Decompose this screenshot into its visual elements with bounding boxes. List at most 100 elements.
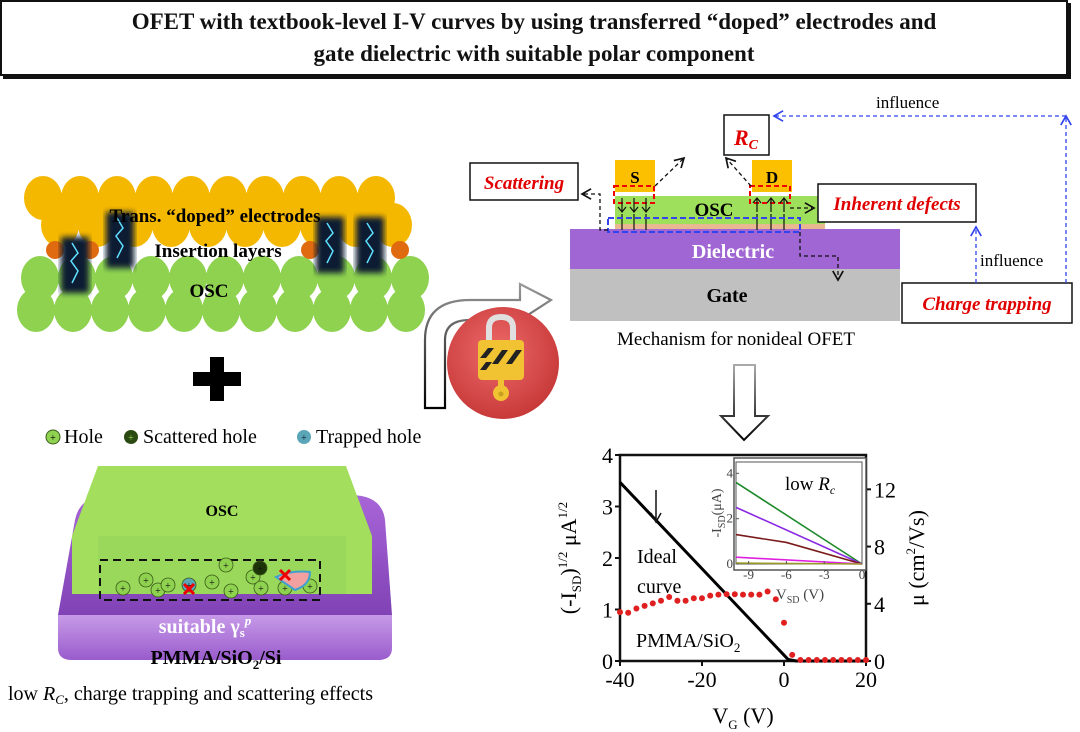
osc-label-mech: OSC (694, 200, 733, 221)
y-right-tick-label: 8 (874, 535, 885, 560)
electrodes-label: Trans. “doped” electrodes (110, 206, 321, 227)
hole-marker (160, 577, 176, 593)
mobility-point (813, 657, 820, 663)
hole-marker (138, 572, 154, 588)
inset-y-tick-label: 2 (727, 511, 734, 526)
mobility-point (764, 588, 771, 595)
svg-text:+: + (258, 584, 264, 595)
scattered-hole-icon: + (124, 430, 138, 444)
legend: + Hole + Scattered hole + Trapped hole (45, 426, 421, 448)
hole-icon: + (45, 429, 61, 445)
influence-label-top: influence (876, 93, 939, 112)
osc-label-top: OSC (189, 281, 228, 302)
x-axis-label: VG (V) (712, 703, 773, 732)
y-tick-label: 0 (602, 649, 613, 674)
left-caption: low RC, charge trapping and scattering e… (8, 683, 373, 707)
mobility-point (846, 657, 853, 663)
influence-label-right: influence (980, 251, 1043, 270)
inset-x-axis-label: VSD (V) (776, 587, 824, 606)
hole-marker (252, 560, 268, 576)
y-tick-label: 3 (602, 495, 613, 520)
hole-marker (204, 574, 220, 590)
rc-label: RC (733, 125, 759, 153)
y-axis-label: (-ISD)1/2 μA1/2 (555, 502, 584, 614)
inset-y-tick-label: 4 (727, 465, 734, 480)
svg-text:+: + (223, 561, 229, 572)
legend-scattered-label: Scattered hole (143, 426, 257, 448)
inset-title: low Rc (785, 474, 836, 497)
inset-series-brown (735, 533, 863, 565)
lock-icon (447, 307, 559, 419)
mobility-point (756, 591, 763, 598)
legend-hole-label: Hole (64, 426, 103, 448)
y-right-axis-label: μ (cm2/Vs) (903, 510, 929, 606)
svg-text:+: + (50, 433, 56, 444)
svg-text:+: + (301, 433, 307, 444)
svg-text:+: + (165, 581, 171, 592)
mobility-point (863, 657, 869, 663)
y-right-tick-label: 0 (874, 649, 885, 674)
hole-marker (223, 583, 239, 599)
charge-trapping-label: Charge trapping (922, 294, 1051, 315)
svg-text:+: + (143, 576, 149, 587)
drain-label: D (766, 168, 778, 187)
mobility-point (674, 597, 681, 604)
mobility-point (781, 619, 787, 626)
mobility-point (633, 605, 640, 612)
hole-marker (115, 580, 131, 596)
inset-series-green (735, 481, 863, 565)
svg-text:+: + (282, 584, 288, 595)
title-line-1: OFET with textbook-level I-V curves by u… (131, 9, 937, 34)
svg-text:+: + (155, 586, 161, 597)
mobility-point (723, 591, 730, 598)
mobility-point (748, 591, 755, 598)
x-tick-label: -20 (687, 667, 716, 692)
mobility-point (772, 596, 779, 603)
gate-label: Gate (706, 285, 747, 307)
svg-text:+: + (128, 433, 134, 444)
inset-x-tick-label: -6 (781, 567, 792, 582)
mobility-point (649, 600, 656, 607)
hole-marker (253, 580, 269, 596)
scattering-label: Scattering (484, 173, 564, 194)
y-right-tick-label: 4 (874, 592, 885, 617)
mobility-point (789, 651, 796, 658)
polar-component-label: suitable γsp (159, 613, 252, 640)
y-tick-label: 4 (602, 443, 613, 468)
inset-series-magenta (735, 556, 863, 565)
hole-marker (181, 577, 197, 593)
inset-x-tick-label: 0 (859, 567, 866, 582)
inset-x-tick-label: -9 (743, 567, 754, 582)
svg-text:+: + (186, 581, 192, 592)
osc-layer (615, 196, 825, 229)
x-tick-label: 20 (855, 667, 877, 692)
plus-icon (193, 357, 241, 401)
ofet-mechanism-diagram (469, 110, 1073, 324)
hole-marker (218, 557, 234, 573)
mobility-point (641, 602, 648, 609)
down-arrow-icon (718, 364, 771, 442)
mobility-point (658, 597, 664, 604)
y-right-tick-label: 12 (874, 477, 896, 502)
insertion-label: Insertion layers (154, 241, 281, 262)
mechanism-caption: Mechanism for nonideal OFET (617, 329, 855, 350)
mobility-point (838, 657, 845, 663)
mobility-point (740, 591, 746, 598)
mobility-point (805, 657, 812, 663)
svg-text:+: + (257, 564, 263, 575)
svg-text:+: + (209, 578, 215, 589)
svg-text:+: + (250, 573, 256, 584)
substrate-label: PMMA/SiO2/Si (151, 647, 282, 672)
mobility-point (666, 594, 673, 601)
mobility-point (715, 591, 722, 598)
svg-text:+: + (120, 584, 126, 595)
title-line-2: gate dielectric with suitable polar comp… (313, 41, 755, 66)
inherent-defects-label: Inherent defects (832, 194, 960, 215)
dielectric-layer (570, 229, 900, 269)
source-label: S (630, 168, 639, 187)
trapped-hole-icon: + (297, 430, 311, 444)
inset-series-purple (735, 506, 863, 565)
svg-text:+: + (307, 582, 313, 593)
